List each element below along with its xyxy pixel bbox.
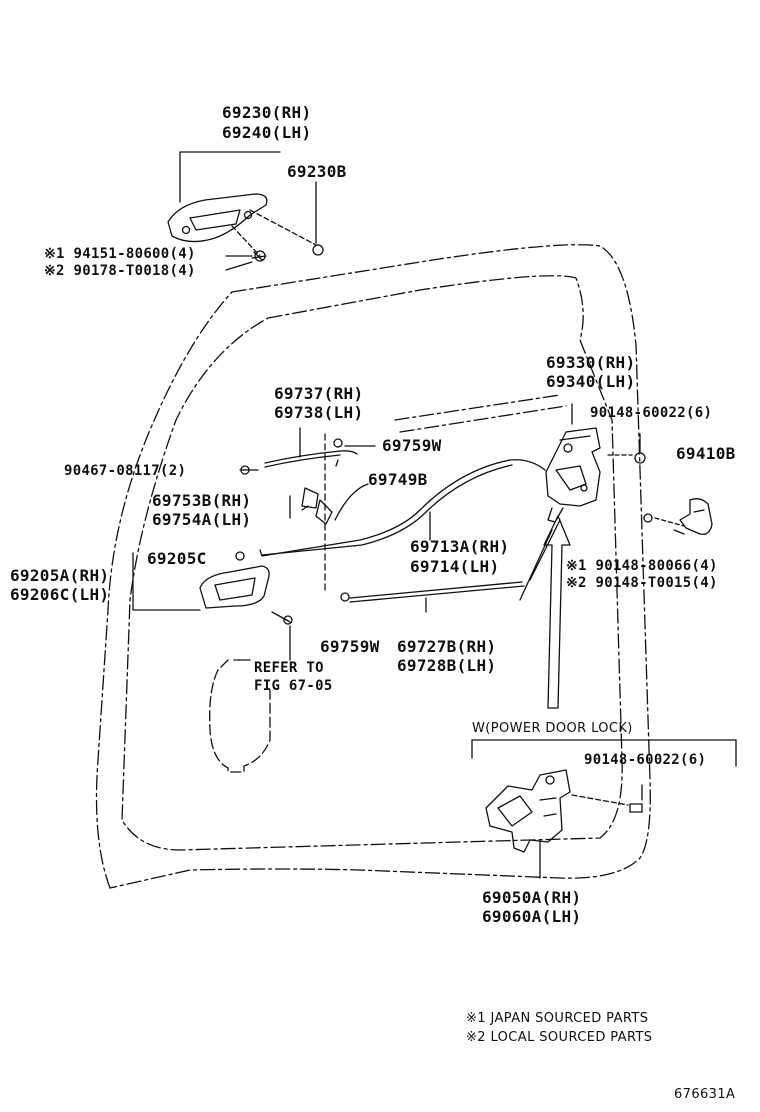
- label-69050a-rh: 69050A(RH): [482, 888, 582, 907]
- label-90178-t0018: ※2 90178-T0018(4): [44, 263, 196, 279]
- label-69230-rh: 69230(RH): [222, 103, 312, 122]
- outside-handle: [167, 151, 324, 271]
- label-69759w-top: 69759W: [382, 436, 442, 455]
- label-69340-lh: 69340(LH): [546, 372, 636, 391]
- label-69749b: 69749B: [368, 470, 428, 489]
- label-power-door-lock: W(POWER DOOR LOCK): [472, 721, 633, 736]
- label-69410b: 69410B: [676, 444, 736, 463]
- note-local-sourced: ※2 LOCAL SOURCED PARTS: [466, 1030, 653, 1045]
- label-69713a-rh: 69713A(RH): [410, 537, 510, 556]
- service-hole: [209, 659, 271, 773]
- label-fig-67-05: FIG 67-05: [254, 678, 333, 694]
- label-69728b-lh: 69728B(LH): [397, 656, 497, 675]
- label-69753b-rh: 69753B(RH): [152, 491, 252, 510]
- label-69738-lh: 69738(LH): [274, 403, 364, 422]
- label-refer-to: REFER TO: [254, 660, 324, 676]
- cables-and-rods: [239, 427, 561, 613]
- label-69205c: 69205C: [147, 549, 207, 568]
- figure-id: 676631A: [674, 1087, 736, 1102]
- inside-handle: [132, 551, 293, 661]
- door-lock-assembly: [545, 403, 646, 523]
- label-94151-80600: ※1 94151-80600(4): [44, 246, 196, 262]
- label-69727b-rh: 69727B(RH): [397, 637, 497, 656]
- label-69240-lh: 69240(LH): [222, 123, 312, 142]
- label-69330-rh: 69330(RH): [546, 353, 636, 372]
- label-69754a-lh: 69754A(LH): [152, 510, 252, 529]
- label-90148-80066: ※1 90148-80066(4): [566, 558, 718, 574]
- striker: [643, 498, 713, 535]
- label-69205a-rh: 69205A(RH): [10, 566, 110, 585]
- label-69737-rh: 69737(RH): [274, 384, 364, 403]
- label-69759w-bottom: 69759W: [320, 637, 380, 656]
- note-japan-sourced: ※1 JAPAN SOURCED PARTS: [466, 1011, 649, 1026]
- label-90148-60022-b: 90148-60022(6): [584, 752, 707, 768]
- label-90467-08117: 90467-08117(2): [64, 463, 187, 479]
- label-69060a-lh: 69060A(LH): [482, 907, 582, 926]
- door-outline: [95, 244, 651, 889]
- label-90148-60022: 90148-60022(6): [590, 405, 713, 421]
- label-69714-lh: 69714(LH): [410, 557, 500, 576]
- label-69206c-lh: 69206C(LH): [10, 585, 110, 604]
- power-lock-assembly: [471, 739, 737, 879]
- arrow: [543, 515, 571, 709]
- label-69230b: 69230B: [287, 162, 347, 181]
- label-90148-t0015: ※2 90148-T0015(4): [566, 575, 718, 591]
